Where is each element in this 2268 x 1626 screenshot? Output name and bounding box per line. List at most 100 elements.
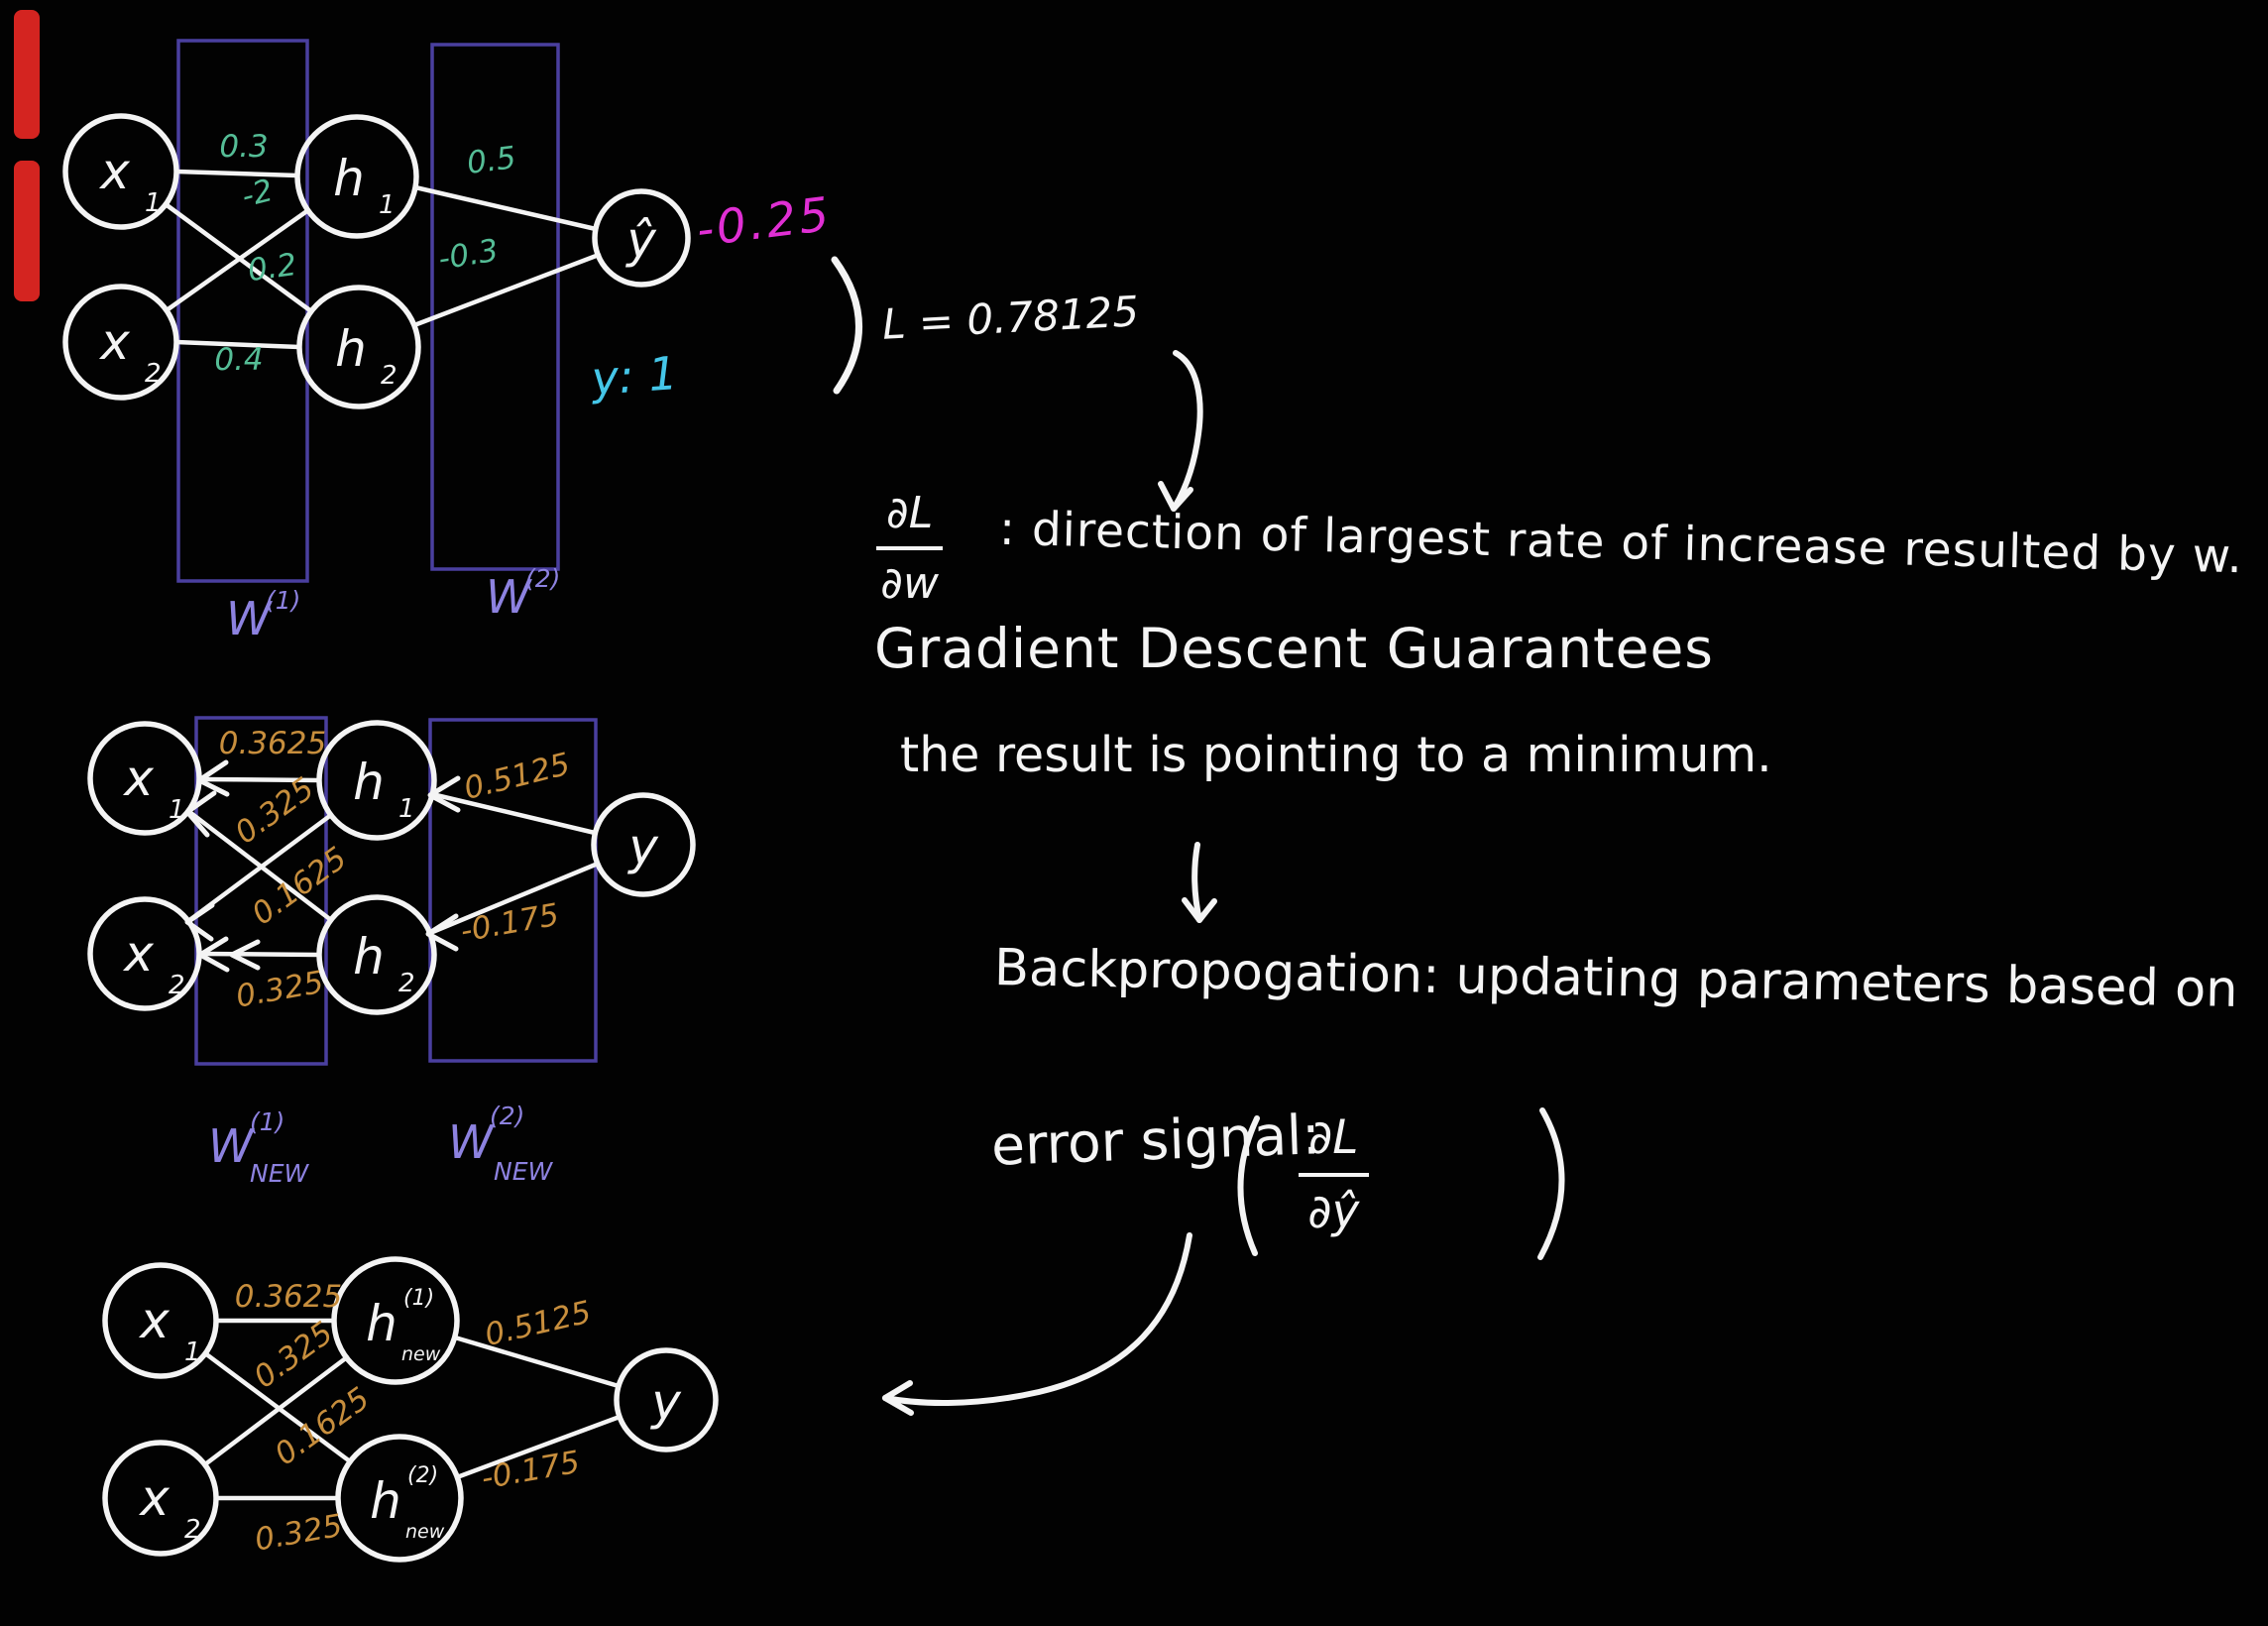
layer1-sup: (1) [266, 586, 300, 615]
weight-x2-h1-new: 0.325 [229, 770, 321, 851]
weight-x1-h1-final: 0.3625 [235, 1279, 342, 1315]
error-signal-denominator: ∂ŷ [1307, 1185, 1360, 1239]
weight-h1-y-new: 0.5125 [461, 747, 574, 807]
gradient-fraction-numerator: ∂L [876, 488, 944, 550]
weight-x2-h2: 0.4 [214, 342, 263, 378]
layer2-label: W [486, 570, 532, 624]
layer1-new-sub: NEW [250, 1159, 309, 1188]
edge-h1-out [412, 184, 599, 232]
node-x2 [87, 896, 202, 1011]
node-x1-label: x [138, 1292, 170, 1349]
curve-arrow-head [882, 1380, 914, 1416]
error-signal-numerator: ∂L [1299, 1110, 1369, 1177]
backprop-line2: error signal: [989, 1103, 1321, 1178]
node-h2-new [335, 1434, 464, 1563]
gradient-fraction-denominator: ∂w [880, 558, 939, 609]
layer2-new-sup: (2) [490, 1102, 524, 1130]
weight-h2-y-new: -0.175 [458, 897, 562, 950]
node-h2-new-sub: new [405, 1521, 445, 1543]
node-h1-new-sup: (1) [403, 1286, 434, 1311]
red-edge-mark-top [14, 10, 40, 139]
down-arrow-2-head [1182, 897, 1217, 923]
edge-h1-x1 [198, 776, 322, 783]
node-x1 [87, 721, 202, 836]
node-h2-sub: 2 [398, 969, 415, 998]
layer1-new-sup: (1) [250, 1107, 284, 1136]
network-backprop: x 1 x 2 h 1 h 2 y 0.3625 0.325 0.1625 0.… [87, 716, 696, 1188]
edge-y-h2 [427, 861, 601, 936]
node-h1 [294, 114, 419, 239]
node-h1-new [331, 1256, 460, 1385]
node-x2-sub: 2 [184, 1515, 201, 1545]
down-arrow-1-head [1158, 481, 1193, 512]
edge-h2-y [454, 1414, 623, 1480]
weight-x2-h1-final: 0.325 [248, 1315, 340, 1395]
layer2-new-sub: NEW [494, 1157, 553, 1186]
weight-x1-h2: 0.2 [246, 247, 299, 290]
node-x2-sub: 2 [169, 971, 185, 1000]
weight-x1-h2-final: 0.1625 [269, 1380, 377, 1472]
edge-x1-h1 [173, 169, 300, 178]
node-h1 [316, 720, 437, 841]
node-y-label: y [649, 1373, 682, 1431]
weight-x1-h2-new: 0.1625 [246, 840, 354, 932]
red-edge-mark-bottom [14, 161, 40, 301]
node-x1-label: x [98, 143, 130, 200]
node-h1-new-sub: new [401, 1343, 441, 1365]
node-x1-sub: 1 [184, 1337, 201, 1367]
layer1-new-box [194, 716, 328, 1066]
node-x2 [62, 284, 179, 401]
network-updated: x 1 x 2 h (1) new h (2) new y 0.3625 0.3… [102, 1256, 719, 1563]
node-x2-sub: 2 [145, 359, 162, 389]
node-x2 [102, 1440, 219, 1557]
edge-y-h1 [429, 791, 598, 836]
node-x1 [62, 113, 179, 230]
node-y [614, 1347, 719, 1452]
arrowhead-x2-c [229, 939, 261, 971]
weight-h1-out: 0.5 [465, 140, 517, 181]
down-arrow-1 [1171, 350, 1203, 512]
error-paren-right [1537, 1107, 1565, 1260]
node-h2-new-sup: (2) [407, 1463, 438, 1488]
layer2-new-box [428, 718, 598, 1063]
node-h2-sub: 2 [381, 361, 397, 391]
layer1-label: W [226, 592, 273, 645]
target-value: y: 1 [588, 346, 679, 406]
node-h1-label: h [353, 754, 385, 811]
node-x2-label: x [138, 1469, 170, 1527]
layer2-sup: (2) [525, 564, 560, 593]
weight-x1-h1-new: 0.3625 [219, 726, 326, 761]
layer1-box [176, 39, 309, 583]
node-x1-sub: 1 [169, 795, 185, 825]
down-arrow-2 [1191, 842, 1202, 923]
node-y [591, 792, 696, 897]
layer2-box [430, 43, 560, 571]
error-paren-left [1237, 1115, 1260, 1256]
network-initial: x 1 x 2 h 1 h 2 ŷ 0.3 -2 0.2 0.4 0.5 -0.… [62, 39, 862, 645]
node-yhat-label: ŷ [624, 211, 657, 269]
flow-arrows [882, 350, 1565, 1416]
gradient-fraction: ∂L ∂w [876, 488, 944, 609]
edge-x2-h2 [173, 339, 302, 350]
curve-arrow-to-network [882, 1232, 1192, 1406]
node-x1-label: x [122, 750, 154, 807]
layer2-new-label: W [448, 1115, 495, 1169]
node-x1-sub: 1 [145, 188, 162, 218]
node-h1-new-label: h [366, 1295, 397, 1352]
gradient-descent-line2: the result is pointing to a minimum. [900, 727, 1772, 783]
weight-h2-y-final: -0.175 [479, 1445, 583, 1497]
weight-h2-out: -0.3 [436, 233, 501, 278]
gradient-descent-line1: Gradient Descent Guarantees [874, 617, 1714, 680]
weight-x2-h2-final: 0.325 [252, 1508, 345, 1559]
closing-paren-stroke [831, 256, 862, 395]
node-h2-label: h [353, 928, 385, 986]
node-x2-label: x [98, 313, 130, 371]
node-x1 [102, 1262, 219, 1379]
node-h2-label: h [335, 320, 367, 378]
layer1-new-label: W [208, 1119, 255, 1173]
error-signal-fraction: ∂L ∂ŷ [1299, 1110, 1369, 1239]
node-h1-label: h [333, 150, 365, 207]
edge-h1-y [452, 1335, 622, 1389]
